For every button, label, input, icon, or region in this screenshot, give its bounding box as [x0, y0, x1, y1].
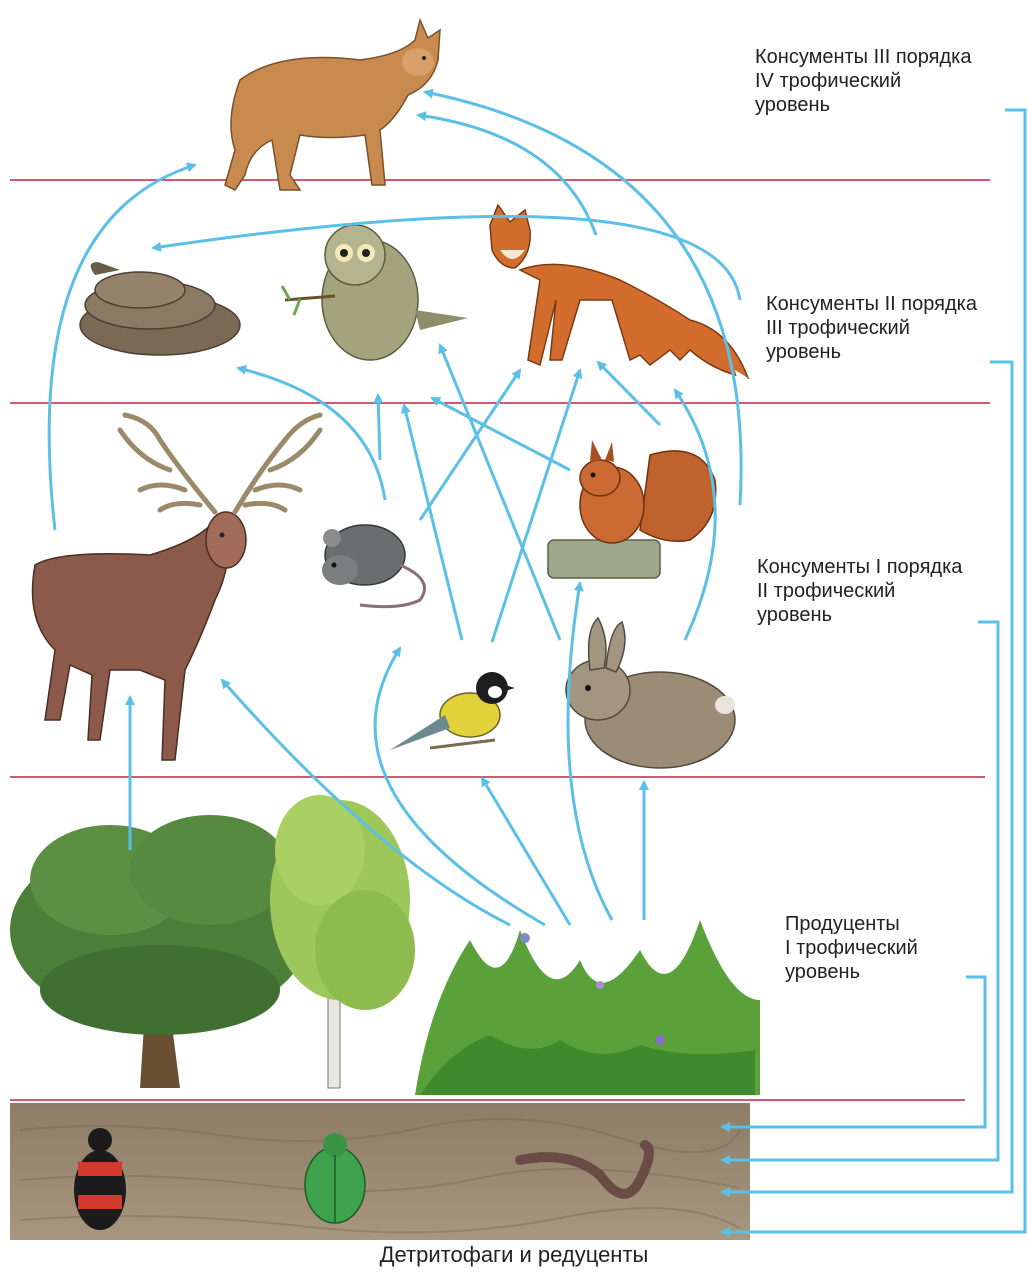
- arrow-grass-to-tit: [482, 778, 570, 925]
- arrow-grass-to-mouse: [375, 648, 545, 925]
- arrow-rabbit-to-snake: [153, 216, 740, 300]
- label-line: I трофический: [785, 936, 918, 960]
- label-line: II трофический: [757, 579, 962, 603]
- label-line: III трофический: [766, 316, 977, 340]
- label-line: Консументы III порядка: [755, 45, 972, 69]
- label-line: Консументы I порядка: [757, 555, 962, 579]
- arrow-grass-to-deer: [222, 680, 510, 925]
- arrow-rabbit-to-fox: [675, 390, 715, 640]
- arrow-level1-to-soil: [722, 977, 985, 1127]
- label-line: уровень: [766, 340, 977, 364]
- level-label-consumers-2: Консументы II порядка III трофический ур…: [766, 292, 977, 364]
- label-line: IV трофический: [755, 69, 972, 93]
- arrow-deer-to-lynx: [49, 165, 195, 530]
- arrow-mouse-to-snake: [238, 368, 385, 500]
- arrow-rabbit-to-owl: [440, 345, 560, 640]
- label-line: Консументы II порядка: [766, 292, 977, 316]
- label-line: уровень: [757, 603, 962, 627]
- arrow-tit-to-owl: [404, 405, 462, 640]
- label-line: Продуценты: [785, 912, 918, 936]
- arrow-squirrel-to-fox: [598, 362, 660, 425]
- detritivores-caption: Детритофаги и редуценты: [0, 1242, 1028, 1268]
- level-label-consumers-1: Консументы I порядка II трофический уров…: [757, 555, 962, 627]
- level-label-consumers-3: Консументы III порядка IV трофический ур…: [755, 45, 972, 117]
- arrow-level2-to-soil: [722, 622, 998, 1160]
- arrow-level3-to-soil: [722, 362, 1012, 1192]
- arrow-grass-to-squirrel: [568, 583, 612, 920]
- arrow-mouse-to-owl: [378, 395, 380, 460]
- arrow-squirrel-to-owl: [432, 398, 570, 470]
- label-line: уровень: [755, 93, 972, 117]
- level-label-producers: Продуценты I трофический уровень: [785, 912, 918, 984]
- arrow-level4-to-soil: [722, 110, 1025, 1232]
- label-line: уровень: [785, 960, 918, 984]
- arrow-mouse-to-fox: [420, 370, 520, 520]
